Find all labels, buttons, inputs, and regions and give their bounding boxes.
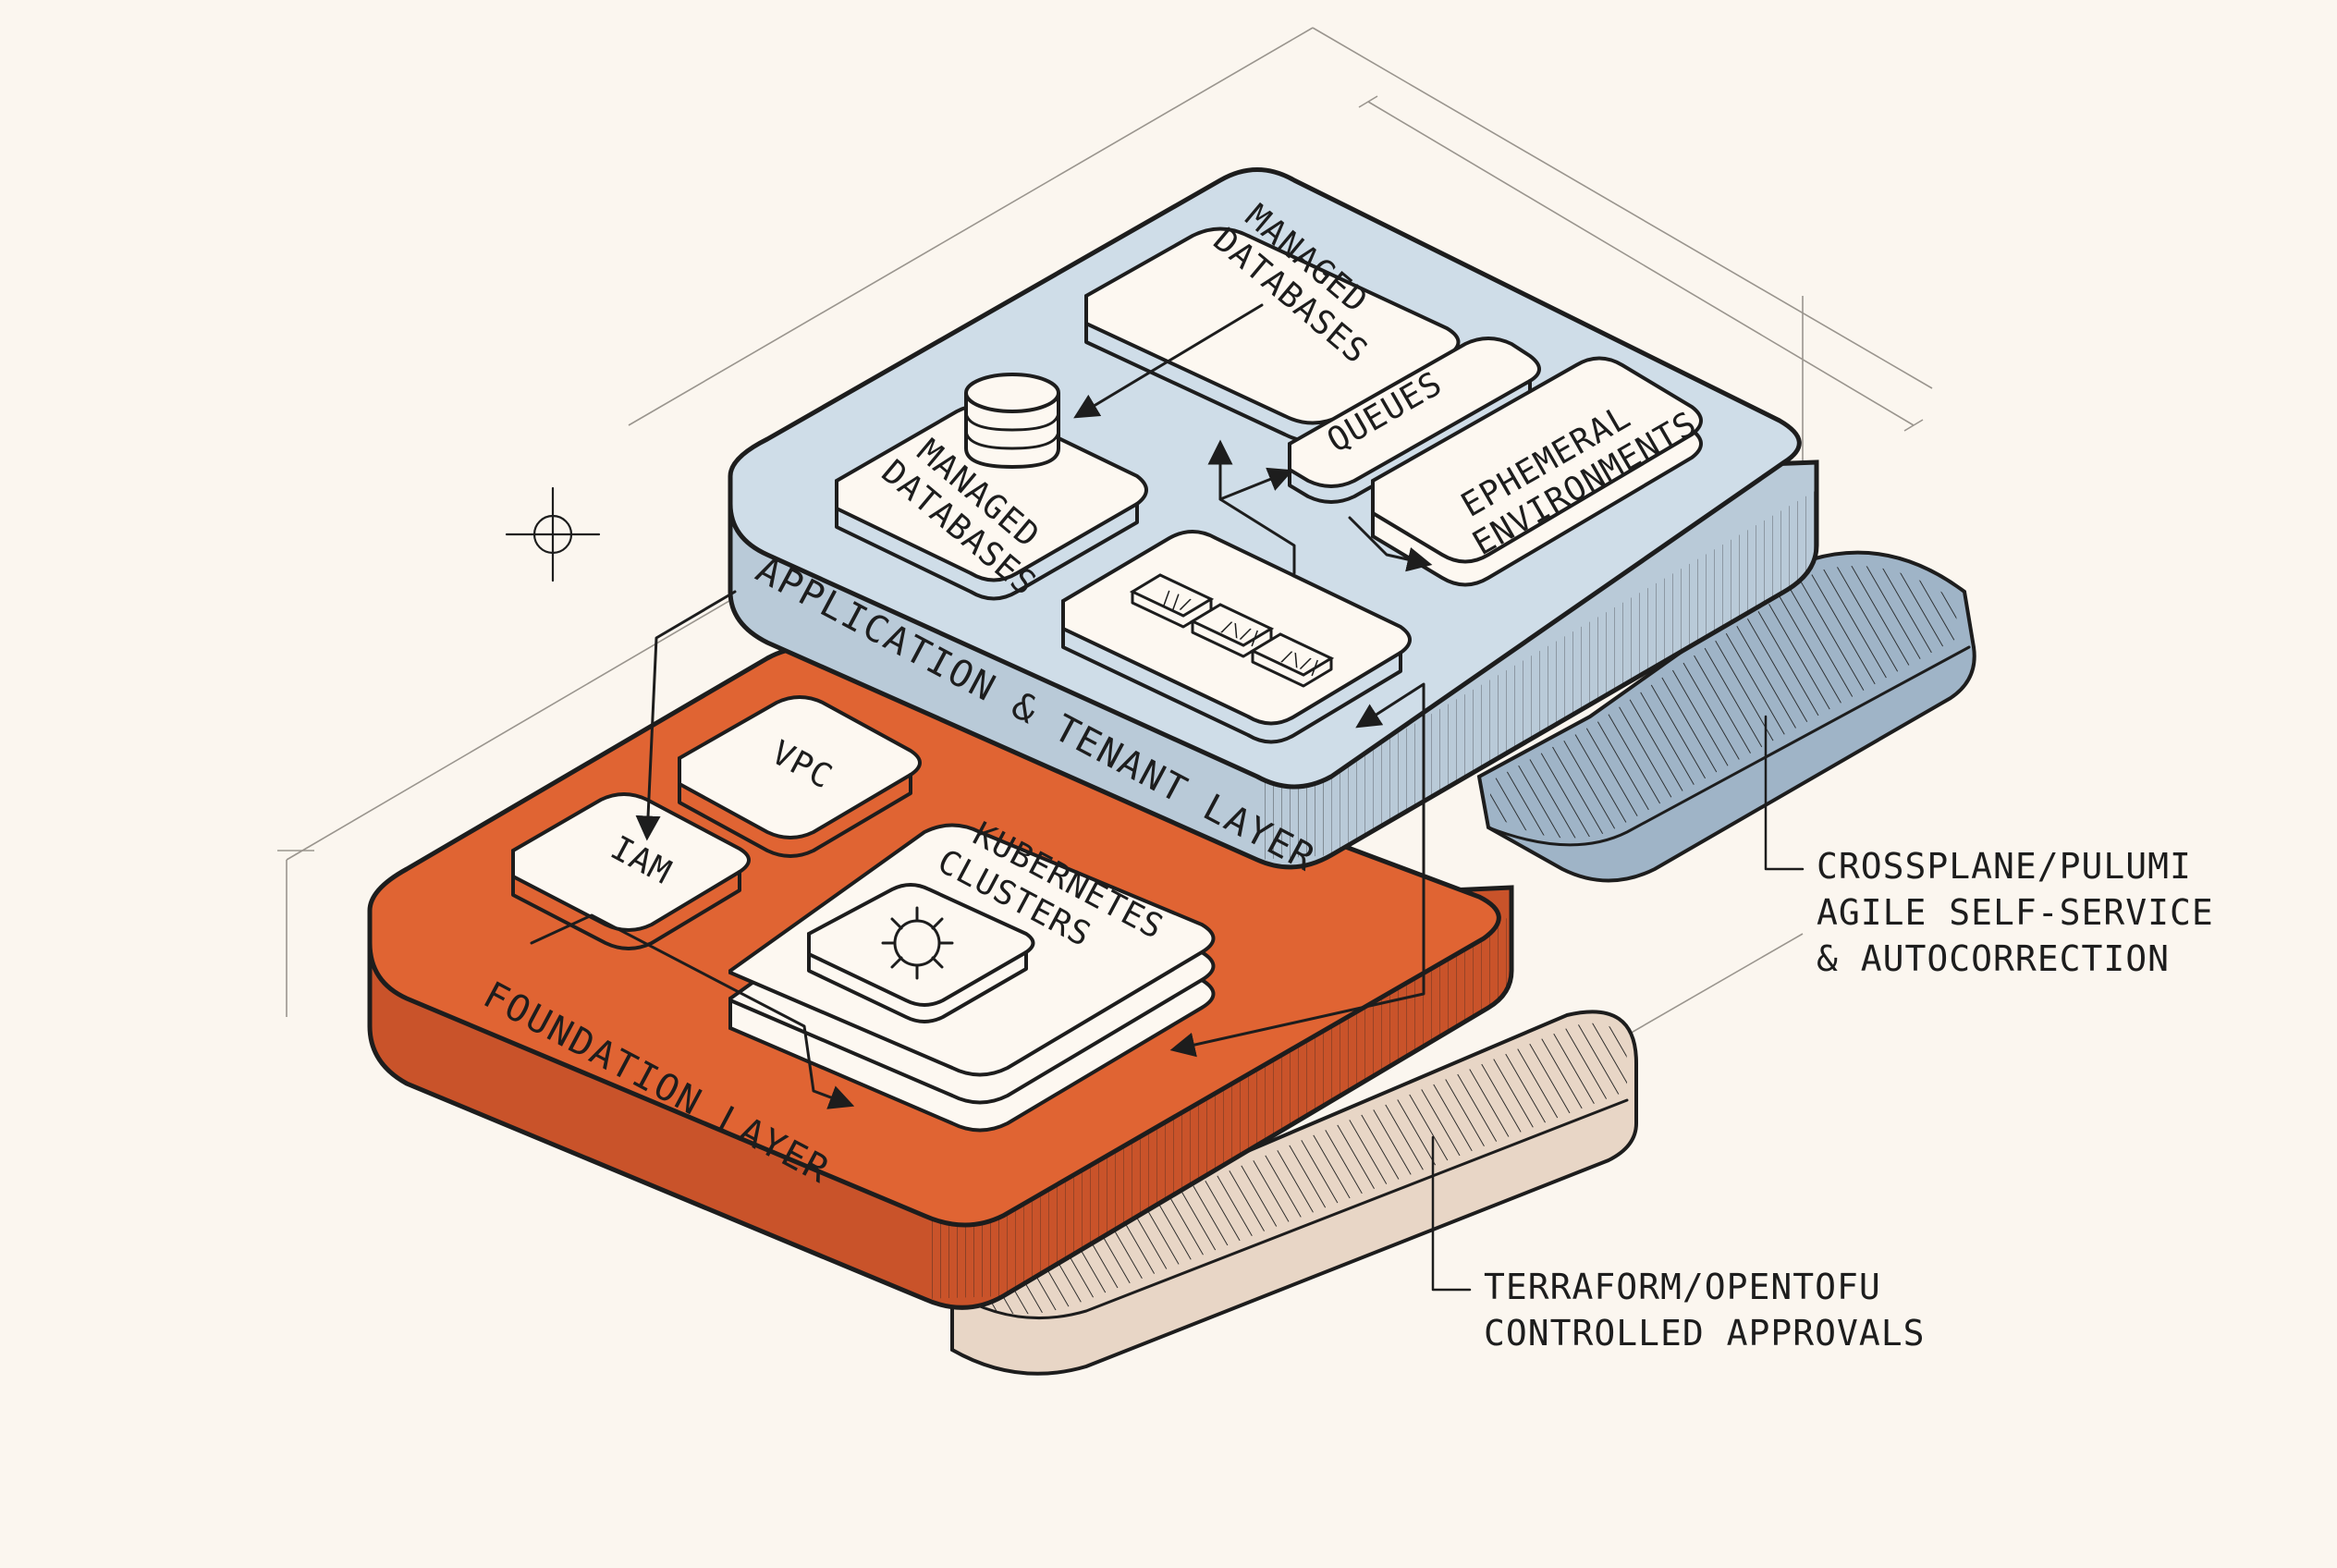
connector-arrows [530, 303, 1433, 1109]
service-chip-1: ||/ [1129, 573, 1215, 629]
services-card[interactable]: ||/ /\/| /\/| [1061, 530, 1412, 744]
vpc-card[interactable]: VPC [678, 695, 922, 858]
database-cylinder-icon [964, 373, 1060, 470]
crossplane-callout: CROSSPLANE/PULUMI AGILE SELF-SERVICE & A… [1764, 715, 2214, 979]
arrow-services-to-top [1207, 439, 1296, 575]
arrow-to-ephemeral [1348, 516, 1433, 572]
crossplane-line-3: & AUTOCORRECTION [1817, 938, 2170, 979]
managed-databases-top-card[interactable]: MANAGED DATABASES [1084, 191, 1461, 444]
arrow-to-queues [1218, 467, 1294, 501]
application-slab-top [728, 167, 1802, 790]
service-chip-2: /\/| [1189, 603, 1275, 658]
terraform-line-2: CONTROLLED APPROVALS [1484, 1313, 1926, 1354]
kubernetes-clusters-card[interactable]: KUBERNETES CLUSTERS [728, 806, 1216, 1133]
service-chip-3: /\/| [1249, 632, 1335, 688]
crossplane-line-2: AGILE SELF-SERVICE [1817, 892, 2214, 933]
terraform-callout: TERRAFORM/OPENTOFU CONTROLLED APPROVALS [1431, 1135, 1926, 1354]
application-hatch-shelf [1476, 550, 1976, 883]
iam-card[interactable]: IAM [511, 792, 751, 950]
crossplane-line-1: CROSSPLANE/PULUMI [1817, 846, 2192, 887]
foundation-components: VPC IAM [511, 695, 1216, 1133]
arrow-iam-to-kubernetes [530, 913, 855, 1109]
arrow-db-to-db [1073, 303, 1264, 419]
ephemeral-environments-card[interactable]: EPHEMERAL ENVIRONMENTS [1371, 356, 1703, 587]
crosshair-icon [505, 486, 601, 582]
arrow-app-to-iam [635, 590, 737, 841]
arrow-to-kubernetes [1169, 867, 1425, 1058]
terraform-line-1: TERRAFORM/OPENTOFU [1484, 1267, 1881, 1307]
kubernetes-helm-icon [881, 906, 954, 980]
arrow-foundation-to-app [1355, 682, 1425, 871]
